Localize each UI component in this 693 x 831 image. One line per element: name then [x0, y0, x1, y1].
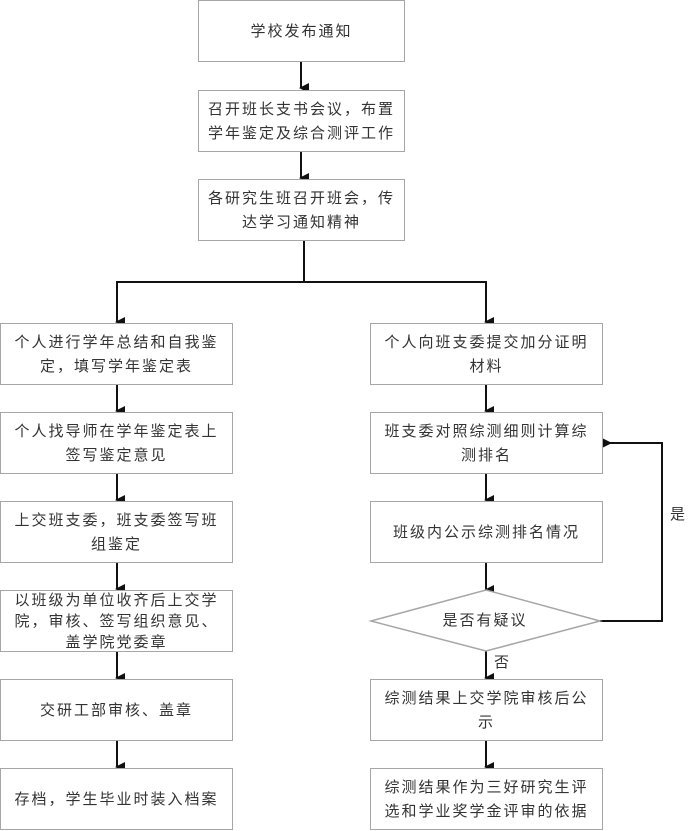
node-calculate-ranking: 班支委对照综测细则计算综测排名 [370, 412, 603, 474]
node-text: 以班级为单位收齐后上交学院，审核、签写组织意见、盖学院党委章 [14, 590, 219, 651]
node-text: 交研工部审核、盖章 [39, 701, 193, 719]
node-text: 上交班支委，班支委签写班组鉴定 [14, 511, 219, 553]
node-advisor-sign: 个人找导师在学年鉴定表上签写鉴定意见 [0, 412, 233, 474]
node-publish-ranking: 班级内公示综测排名情况 [370, 501, 603, 563]
node-text: 班级内公示综测排名情况 [392, 523, 580, 541]
loop-back-yes [600, 438, 663, 622]
node-school-notice: 学校发布通知 [198, 0, 405, 62]
node-college-publicity: 综测结果上交学院审核后公示 [370, 679, 603, 741]
decision-diamond [368, 589, 603, 652]
node-class-leader-meeting: 召开班长支书会议，布置学年鉴定及综合测评工作 [198, 90, 405, 152]
split-line-right [304, 281, 487, 322]
node-text: 个人进行学年总结和自我鉴定，填写学年鉴定表 [14, 333, 219, 375]
node-text: 存档，学生毕业时装入档案 [14, 790, 219, 808]
node-text: 召开班长支书会议，布置学年鉴定及综合测评工作 [207, 100, 395, 142]
node-graduate-dept-review: 交研工部审核、盖章 [0, 679, 233, 741]
no-label: 否 [494, 653, 510, 671]
decision-text: 是否有疑议 [442, 611, 528, 629]
node-college-review: 以班级为单位收齐后上交学院，审核、签写组织意见、盖学院党委章 [0, 590, 233, 652]
node-text: 班支委对照综测细则计算综测排名 [384, 422, 589, 464]
node-archive: 存档，学生毕业时装入档案 [0, 768, 233, 830]
node-self-assessment: 个人进行学年总结和自我鉴定，填写学年鉴定表 [0, 323, 233, 385]
node-text: 各研究生班召开班会，传达学习通知精神 [207, 189, 395, 231]
node-submit-bonus-proof: 个人向班支委提交加分证明材料 [370, 323, 603, 385]
node-scholarship-basis: 综测结果作为三好研究生评选和学业奖学金评审的依据 [370, 768, 603, 830]
split-line [115, 241, 305, 327]
node-text: 个人找导师在学年鉴定表上签写鉴定意见 [14, 422, 219, 464]
node-text: 学校发布通知 [250, 22, 353, 40]
yes-label: 是 [670, 505, 686, 523]
node-text: 综测结果上交学院审核后公示 [384, 689, 589, 731]
node-text: 综测结果作为三好研究生评选和学业奖学金评审的依据 [384, 778, 589, 820]
node-class-meeting: 各研究生班召开班会，传达学习通知精神 [198, 179, 405, 241]
node-text: 个人向班支委提交加分证明材料 [384, 333, 589, 375]
node-class-committee-sign: 上交班支委，班支委签写班组鉴定 [0, 501, 233, 563]
